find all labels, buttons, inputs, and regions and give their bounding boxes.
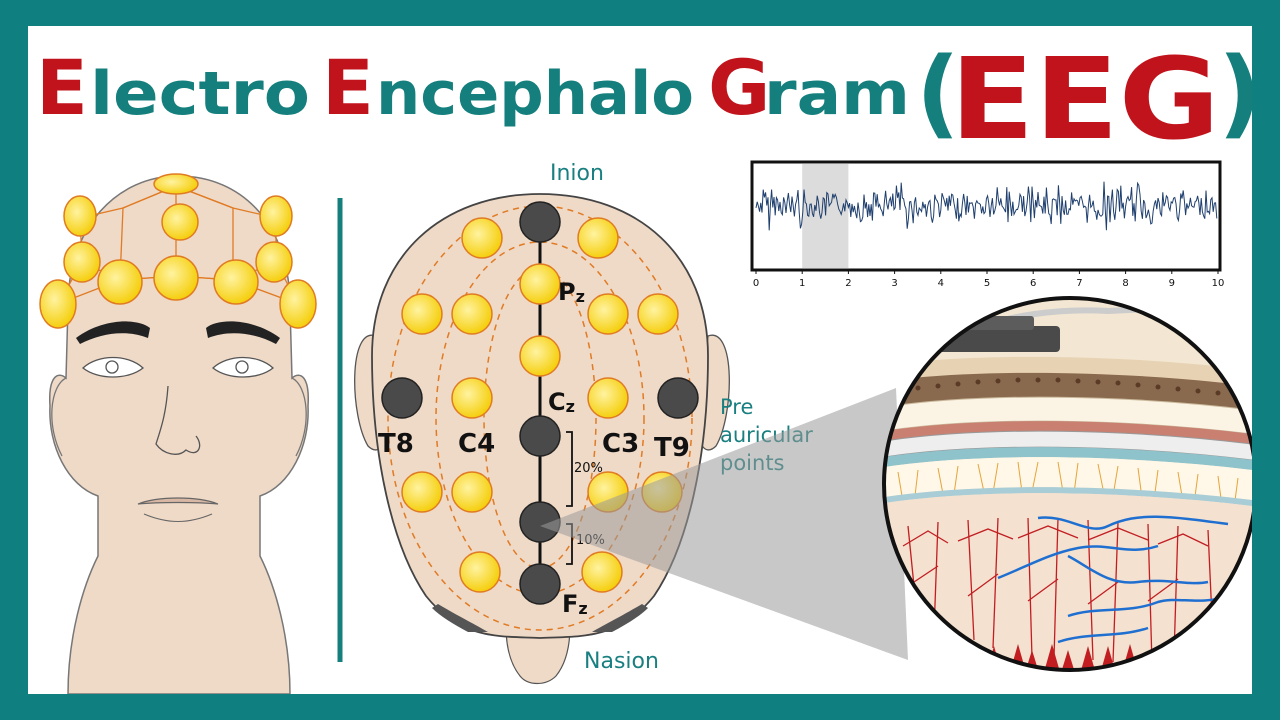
zoom-circle [882,296,1252,672]
eeg-highlight-window [802,164,849,268]
title-abbr: EEG [950,35,1220,165]
label-t9: T9 [654,433,690,463]
title-gram: ram [764,59,910,129]
label-cz: Cz [548,388,575,416]
label-pre: Pre [720,395,753,419]
eeg-x-axis: 0 1 2 3 4 5 6 7 8 9 10 [753,270,1225,289]
label-c3: C3 [602,429,639,459]
reference-electrodes [381,201,699,605]
eeg-x-tick-label: 8 [1122,278,1128,289]
zoom-circle-border [882,296,1252,672]
front-head-illustration [39,173,317,694]
content-panel: E lectro E ncephalo G ram ( EEG ) [28,26,1252,694]
title: E lectro E ncephalo G ram ( EEG ) [36,35,1252,165]
zoom-projection [540,388,908,660]
eeg-x-tick-label: 4 [938,278,944,289]
label-inion: Inion [550,161,604,186]
label-20pct: 20% [574,461,603,476]
title-paren-close: ) [1218,37,1252,149]
eeg-x-tick-label: 6 [1030,278,1036,289]
title-g: G [708,43,770,132]
title-encephalo: ncephalo [376,59,694,129]
label-fz: Fz [562,590,588,618]
label-c4: C4 [458,429,495,459]
eeg-x-tick-label: 10 [1212,278,1225,289]
label-nasion: Nasion [584,649,659,674]
diagram-canvas: E lectro E ncephalo G ram ( EEG ) [36,35,1252,694]
title-e1: E [36,43,88,132]
label-t8: T8 [378,429,414,459]
eeg-x-tick-label: 3 [891,278,897,289]
label-pz: Pz [558,278,585,306]
eeg-waveform [755,181,1218,231]
title-electro: lectro [90,59,310,129]
title-paren-open: ( [916,37,960,149]
eeg-x-tick-label: 2 [845,278,851,289]
eeg-x-tick-label: 1 [799,278,805,289]
eeg-trace-panel: 0 1 2 3 4 5 6 7 8 9 10 [750,160,1225,289]
yellow-electrodes [401,217,683,593]
title-e2: E [322,43,374,132]
eeg-x-tick-label: 7 [1076,278,1082,289]
eeg-x-tick-label: 9 [1169,278,1175,289]
eeg-x-tick-label: 5 [984,278,990,289]
eeg-x-tick-label: 0 [753,278,759,289]
